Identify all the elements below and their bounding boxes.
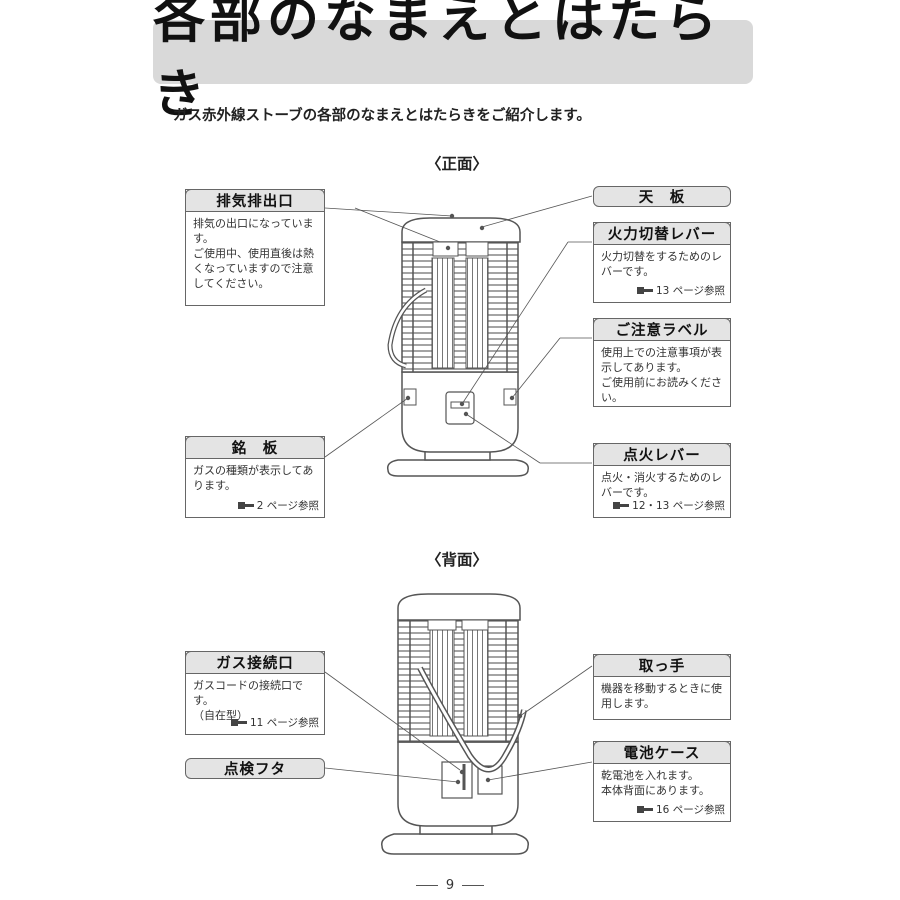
callout-battery-case-text: 乾電池を入れます。 本体背面にあります。 bbox=[601, 769, 710, 797]
pointing-hand-icon bbox=[237, 502, 254, 509]
callout-fire-lever-text: 火力切替をするためのレバーです。 bbox=[601, 250, 722, 278]
callout-caution-label: ご注意ラベル 使用上での注意事項が表示してあります。 ご使用前にお読みください。 bbox=[593, 318, 731, 407]
callout-gas-inlet: ガス接続口 ガスコードの接続口です。 （自在型） 11 ページ参照 bbox=[185, 651, 325, 735]
callout-nameplate-text: ガスの種類が表示してあります。 bbox=[193, 464, 314, 492]
callout-ignition-lever-text: 点火・消火するためのレバーです。 bbox=[601, 471, 722, 499]
callout-inspection-lid: 点検フタ bbox=[185, 758, 325, 779]
callout-battery-case: 電池ケース 乾電池を入れます。 本体背面にあります。 16 ページ参照 bbox=[593, 741, 731, 822]
back-section-label: 〈背面〉 bbox=[426, 551, 489, 569]
callout-exhaust-outlet: 排気排出口 排気の出口になっています。 ご使用中、使用直後は熱くなっていますので… bbox=[185, 189, 325, 306]
intro-text: ガス赤外線ストーブの各部のなまえとはたらきをご紹介します。 bbox=[173, 108, 591, 124]
callout-fire-lever-ref: 13 ページ参照 bbox=[636, 283, 725, 298]
front-leader-lines bbox=[324, 195, 593, 464]
callout-gas-inlet-ref: 11 ページ参照 bbox=[230, 715, 319, 730]
callout-handle: 取っ手 機器を移動するときに使用します。 bbox=[593, 654, 731, 720]
callout-handle-title: 取っ手 bbox=[593, 654, 731, 677]
callout-battery-case-ref: 16 ページ参照 bbox=[636, 802, 725, 817]
callout-fire-lever-title: 火力切替レバー bbox=[593, 222, 731, 245]
callout-fire-lever: 火力切替レバー 火力切替をするためのレバーです。 13 ページ参照 bbox=[593, 222, 731, 303]
callout-nameplate: 銘 板 ガスの種類が表示してあります。 2 ページ参照 bbox=[185, 436, 325, 518]
pointing-hand-icon bbox=[637, 806, 653, 813]
callout-ignition-lever-title: 点火レバー bbox=[593, 443, 731, 466]
callout-top-plate: 天 板 bbox=[593, 186, 731, 207]
callout-caution-label-text: 使用上での注意事項が表示してあります。 ご使用前にお読みください。 bbox=[601, 346, 722, 404]
callout-nameplate-ref: 2 ページ参照 bbox=[237, 498, 319, 513]
callout-gas-inlet-title: ガス接続口 bbox=[185, 651, 325, 674]
front-stove bbox=[386, 217, 529, 477]
page-title: 各部のなまえとはたらき bbox=[153, 0, 722, 125]
back-leader-lines bbox=[324, 665, 593, 785]
callout-inspection-lid-title: 点検フタ bbox=[224, 762, 286, 778]
callout-ignition-lever-ref: 12・13 ページ参照 bbox=[612, 498, 725, 513]
callout-nameplate-title: 銘 板 bbox=[185, 436, 325, 459]
back-stove bbox=[381, 593, 529, 855]
callout-ignition-lever: 点火レバー 点火・消火するためのレバーです。 12・13 ページ参照 bbox=[593, 443, 731, 518]
page-title-bar: 各部のなまえとはたらき bbox=[153, 0, 753, 125]
callout-battery-case-title: 電池ケース bbox=[593, 741, 731, 764]
pointing-hand-icon bbox=[637, 287, 653, 294]
page-number: 9 bbox=[0, 878, 900, 893]
callout-gas-inlet-text: ガスコードの接続口です。 （自在型） bbox=[193, 679, 303, 722]
callout-top-plate-title: 天 板 bbox=[638, 190, 686, 206]
callout-caution-label-title: ご注意ラベル bbox=[593, 318, 731, 341]
pointing-hand-icon bbox=[231, 719, 247, 726]
pointing-hand-icon bbox=[613, 502, 630, 509]
callout-handle-text: 機器を移動するときに使用します。 bbox=[601, 682, 722, 710]
callout-exhaust-outlet-text: 排気の出口になっています。 ご使用中、使用直後は熱くなっていますので注意してくだ… bbox=[193, 217, 314, 290]
front-section-label: 〈正面〉 bbox=[426, 155, 489, 173]
callout-exhaust-outlet-title: 排気排出口 bbox=[185, 189, 325, 212]
